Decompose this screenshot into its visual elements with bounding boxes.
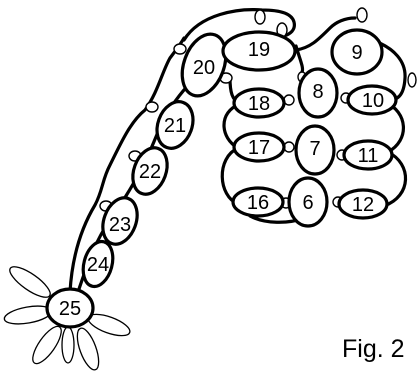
label-24: 24 — [87, 254, 109, 276]
label-8: 8 — [312, 81, 323, 103]
strand-left-outer — [68, 36, 186, 294]
label-7: 7 — [309, 138, 320, 160]
ring-8: 8 — [297, 67, 339, 119]
ring-24: 24 — [81, 239, 115, 289]
ring-21: 21 — [155, 100, 195, 150]
label-18: 18 — [248, 93, 270, 115]
figure-caption: Fig. 2 — [342, 335, 405, 363]
petal — [32, 325, 62, 365]
petal — [76, 327, 100, 371]
label-20: 20 — [193, 57, 215, 79]
ring-18: 18 — [232, 87, 286, 119]
ring-17: 17 — [232, 131, 286, 163]
label-9: 9 — [351, 42, 362, 64]
label-23: 23 — [109, 214, 131, 236]
bead — [356, 7, 368, 23]
label-11: 11 — [358, 145, 379, 167]
label-25: 25 — [59, 298, 81, 320]
label-21: 21 — [164, 115, 186, 137]
ring-9: 9 — [330, 28, 384, 76]
bead — [254, 9, 266, 25]
label-10: 10 — [362, 90, 384, 112]
bead — [173, 43, 187, 55]
ring-6: 6 — [287, 176, 329, 228]
bead — [407, 72, 417, 88]
strand-19-8 — [294, 44, 305, 74]
petal — [9, 266, 51, 298]
ring-11: 11 — [342, 139, 394, 171]
ring-19: 19 — [221, 30, 297, 72]
ring-25: 25 — [45, 287, 95, 329]
petal — [61, 326, 75, 364]
strand-top-arch — [182, 8, 296, 42]
strand-19-9 — [294, 16, 357, 52]
label-16: 16 — [247, 192, 269, 214]
ring-23: 23 — [101, 196, 139, 246]
label-6: 6 — [302, 192, 313, 214]
ring-20: 20 — [180, 32, 228, 98]
label-22: 22 — [139, 161, 161, 183]
strand-ring-11-12 — [382, 150, 408, 208]
ring-22: 22 — [131, 146, 169, 196]
ring-16: 16 — [231, 186, 285, 218]
ring-12: 12 — [337, 188, 389, 220]
ring-7: 7 — [294, 124, 336, 176]
label-17: 17 — [248, 137, 270, 159]
label-19: 19 — [248, 39, 270, 61]
bead — [145, 101, 159, 113]
ring-10: 10 — [346, 84, 398, 116]
label-12: 12 — [352, 194, 374, 216]
flower-petals — [3, 266, 131, 371]
